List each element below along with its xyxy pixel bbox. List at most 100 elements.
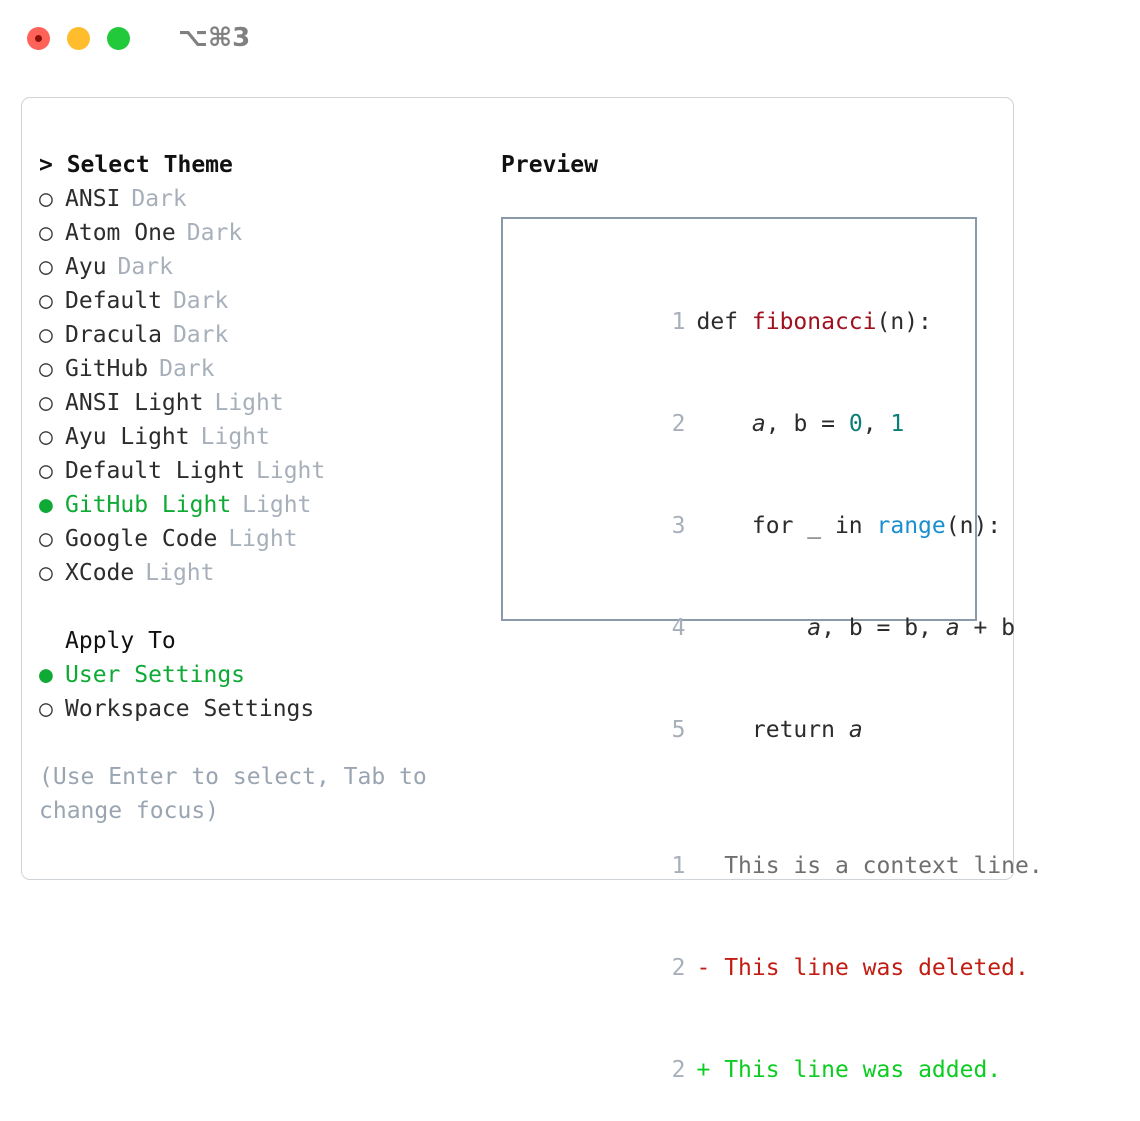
code-token: (n):	[876, 309, 932, 335]
code-token: for _ in	[696, 513, 877, 539]
theme-option-label: Dracula	[65, 322, 162, 348]
diff-line-added: 2 + This line was added.	[523, 1019, 1002, 1121]
theme-variant-label: Dark	[172, 288, 229, 314]
theme-option-label: GitHub Light	[65, 492, 232, 518]
code-token	[696, 615, 807, 641]
radio-unselected-icon[interactable]: ○	[39, 526, 53, 552]
theme-variant-label: Light	[256, 458, 326, 484]
line-number: 2	[671, 411, 686, 437]
theme-option-list: ○ ANSI Dark ○ Atom One Dark ○ Ayu Dark ○…	[39, 182, 469, 590]
keyboard-hint-text: (Use Enter to select, Tab to change focu…	[39, 764, 441, 824]
theme-variant-label: Dark	[172, 322, 229, 348]
theme-option-dracula[interactable]: ○ Dracula Dark	[39, 318, 469, 352]
theme-option-label: Atom One	[65, 220, 176, 246]
code-token-variable: a	[945, 615, 960, 641]
theme-variant-label: Dark	[159, 356, 215, 382]
diff-marker-minus: -	[696, 955, 711, 981]
theme-variant-label: Light	[242, 492, 312, 518]
radio-selected-icon[interactable]: ●	[39, 662, 53, 688]
diff-text: This line was added.	[724, 1057, 1002, 1083]
line-number: 1	[671, 853, 686, 879]
theme-option-label: Default Light	[65, 458, 246, 484]
code-token: =	[807, 411, 849, 437]
theme-option-label: Google Code	[65, 526, 218, 552]
radio-unselected-icon[interactable]: ○	[39, 322, 53, 348]
maximize-button[interactable]	[107, 26, 130, 50]
theme-variant-label: Dark	[117, 254, 173, 280]
diff-text: This line was deleted.	[724, 955, 1029, 981]
diff-line-context: 1 This is a context line.	[523, 815, 1043, 917]
radio-unselected-icon[interactable]: ○	[39, 186, 53, 212]
apply-to-section: Apply To ● User Settings ○ Workspace Set…	[39, 624, 469, 726]
code-line: 2 a, b = 0, 1	[523, 373, 975, 475]
window-controls	[27, 26, 130, 50]
radio-unselected-icon[interactable]: ○	[39, 390, 53, 416]
theme-option-github-light[interactable]: ● GitHub Light Light	[39, 488, 469, 522]
code-token-number: 0	[848, 411, 863, 437]
radio-unselected-icon[interactable]: ○	[39, 254, 53, 280]
minimize-button[interactable]	[67, 26, 90, 50]
theme-variant-label: Light	[200, 424, 270, 450]
apply-to-option-workspace-settings[interactable]: ○ Workspace Settings	[39, 692, 469, 726]
diff-marker-plus: +	[696, 1057, 711, 1083]
code-token-builtin: range	[876, 513, 946, 539]
theme-variant-label: Light	[228, 526, 298, 552]
select-theme-header: > Select Theme	[39, 152, 233, 178]
radio-unselected-icon[interactable]: ○	[39, 220, 53, 246]
radio-unselected-icon[interactable]: ○	[39, 458, 53, 484]
theme-option-ansi-light[interactable]: ○ ANSI Light Light	[39, 386, 469, 420]
theme-option-label: ANSI	[65, 186, 121, 212]
code-token: (n):	[945, 513, 1002, 539]
theme-option-label: Ayu	[65, 254, 107, 280]
code-spacer	[523, 781, 975, 815]
code-line: 5 return a	[523, 679, 975, 781]
line-number: 3	[671, 513, 686, 539]
radio-unselected-icon[interactable]: ○	[39, 288, 53, 314]
theme-option-ansi[interactable]: ○ ANSI Dark	[39, 182, 469, 216]
theme-option-label: Ayu Light	[65, 424, 190, 450]
window-titlebar: ⌥⌘3	[0, 0, 1140, 76]
apply-to-option-user-settings[interactable]: ● User Settings	[39, 658, 469, 692]
theme-variant-label: Dark	[131, 186, 187, 212]
code-token: ,	[765, 411, 794, 437]
line-number: 4	[671, 615, 686, 641]
close-button[interactable]	[27, 26, 50, 50]
code-token-variable: a	[751, 411, 766, 437]
theme-variant-label: Dark	[186, 220, 243, 246]
theme-picker-card: > Select Theme ○ ANSI Dark ○ Atom One Da…	[21, 97, 1043, 1083]
radio-selected-icon[interactable]: ●	[39, 492, 53, 518]
theme-option-ayu-light[interactable]: ○ Ayu Light Light	[39, 420, 469, 454]
theme-option-default-light[interactable]: ○ Default Light Light	[39, 454, 469, 488]
diff-text: This is a context line.	[724, 853, 1043, 879]
diff-marker	[696, 853, 710, 879]
radio-unselected-icon[interactable]: ○	[39, 356, 53, 382]
radio-unselected-icon[interactable]: ○	[39, 560, 53, 586]
radio-unselected-icon[interactable]: ○	[39, 424, 53, 450]
code-token-function: fibonacci	[751, 309, 877, 335]
code-token	[696, 411, 751, 437]
theme-option-xcode[interactable]: ○ XCode Light	[39, 556, 469, 590]
code-token: ,	[862, 411, 891, 437]
theme-option-github[interactable]: ○ GitHub Dark	[39, 352, 469, 386]
code-token: , b = b,	[821, 615, 946, 641]
theme-option-label: Default	[65, 288, 162, 314]
line-number: 2	[671, 955, 686, 981]
code-token: return	[696, 717, 849, 743]
code-token: + b	[959, 615, 1015, 641]
theme-option-ayu[interactable]: ○ Ayu Dark	[39, 250, 469, 284]
apply-to-option-label: Workspace Settings	[65, 696, 315, 722]
apply-to-option-label: User Settings	[65, 662, 246, 688]
code-token: def	[696, 309, 752, 335]
theme-option-default[interactable]: ○ Default Dark	[39, 284, 469, 318]
theme-selection-panel: > Select Theme ○ ANSI Dark ○ Atom One Da…	[39, 148, 469, 828]
theme-option-atom-one[interactable]: ○ Atom One Dark	[39, 216, 469, 250]
preview-title: Preview	[501, 152, 598, 178]
keyboard-shortcut-label: ⌥⌘3	[178, 23, 251, 53]
theme-option-label: ANSI Light	[65, 390, 204, 416]
code-token-variable: a	[807, 615, 822, 641]
theme-option-google-code[interactable]: ○ Google Code Light	[39, 522, 469, 556]
line-number: 2	[671, 1057, 686, 1083]
radio-unselected-icon[interactable]: ○	[39, 696, 53, 722]
